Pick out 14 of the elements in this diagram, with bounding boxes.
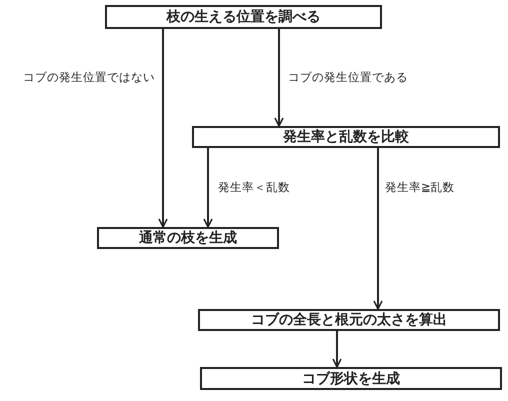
arrow (274, 29, 284, 127)
process-box: 発生率と乱数を比較 (192, 126, 500, 148)
process-box: コブの全長と根元の太さを算出 (198, 309, 500, 331)
process-box: 通常の枝を生成 (97, 227, 279, 249)
process-box: コブ形状を生成 (200, 367, 502, 390)
arrow (373, 148, 383, 310)
arrow (332, 331, 342, 368)
arrow (203, 148, 213, 228)
arrow (158, 29, 168, 228)
process-box: 枝の生える位置を調べる (105, 5, 382, 29)
edge-label: 発生率≧乱数 (385, 180, 455, 195)
edge-label: コブの発生位置ではない (23, 70, 155, 85)
edge-label: コブの発生位置である (288, 70, 408, 85)
edge-label: 発生率＜乱数 (218, 180, 290, 195)
